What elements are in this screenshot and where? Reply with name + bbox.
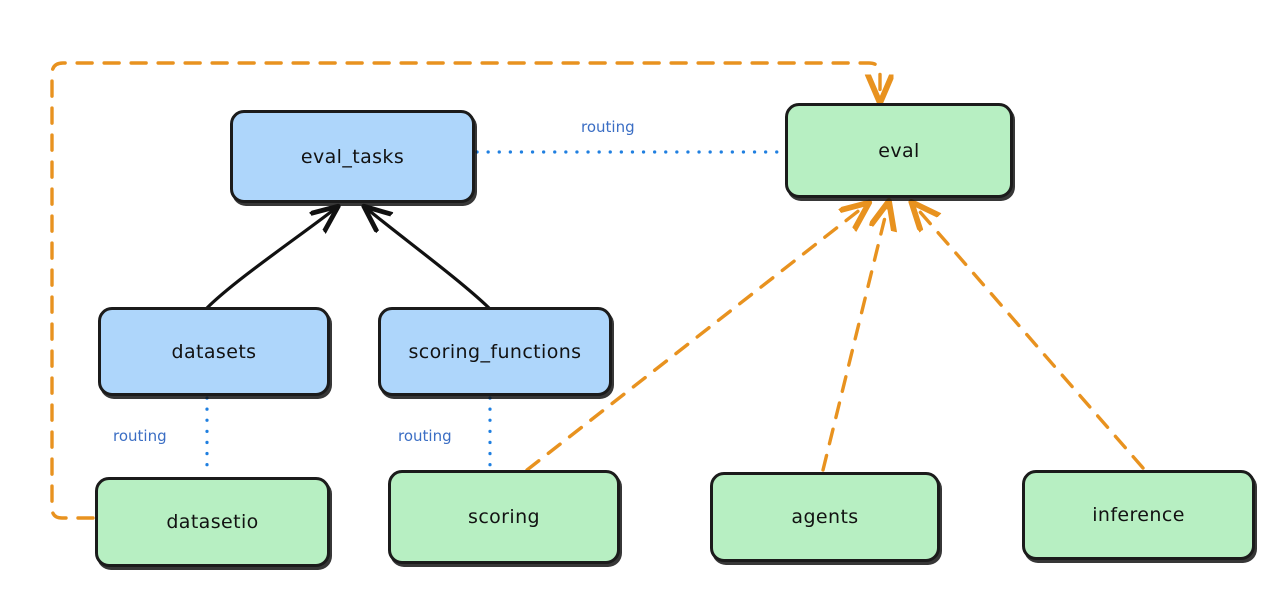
node-label: eval	[878, 139, 920, 162]
edge-label-routing-scoring-functions: routing	[398, 427, 452, 445]
node-scoring-functions[interactable]: scoring_functions	[378, 307, 612, 396]
edge-datasets-to-eval-tasks	[205, 208, 336, 310]
node-inference[interactable]: inference	[1022, 470, 1255, 560]
node-datasets[interactable]: datasets	[98, 307, 330, 396]
edge-label-routing-eval-tasks: routing	[581, 118, 635, 136]
node-scoring[interactable]: scoring	[388, 470, 620, 564]
edge-agents-to-eval	[821, 205, 888, 472]
edge-datasetio-to-eval	[50, 61, 880, 520]
node-agents[interactable]: agents	[710, 472, 940, 562]
node-eval-tasks[interactable]: eval_tasks	[230, 110, 475, 203]
edge-scoring-to-eval	[525, 205, 866, 472]
node-label: datasetio	[166, 511, 259, 533]
node-label: eval_tasks	[300, 145, 405, 168]
node-label: datasets	[171, 340, 257, 363]
edge-inference-to-eval	[914, 205, 1145, 470]
node-label: inference	[1092, 504, 1185, 526]
node-eval[interactable]: eval	[785, 103, 1013, 198]
node-label: scoring	[468, 506, 540, 528]
node-label: scoring_functions	[408, 340, 582, 363]
node-datasetio[interactable]: datasetio	[95, 477, 330, 567]
node-label: agents	[791, 506, 859, 528]
edge-scoring-functions-to-eval-tasks	[366, 208, 491, 310]
edge-label-routing-datasets: routing	[113, 427, 167, 445]
